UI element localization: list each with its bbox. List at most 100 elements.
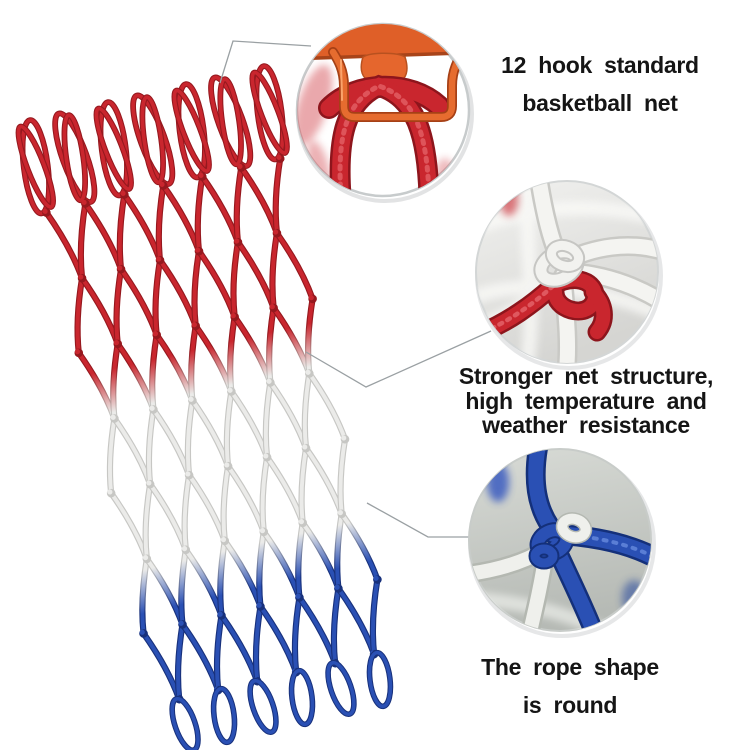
net-knot	[117, 265, 123, 271]
net-knot	[217, 611, 223, 617]
net-loop	[209, 75, 253, 168]
net-loop	[131, 93, 175, 186]
net-cord	[267, 305, 276, 385]
knot-structure-callout	[475, 180, 663, 370]
net-knot	[302, 444, 308, 450]
net-loop	[170, 696, 200, 750]
net-knot	[120, 190, 126, 196]
net-cord	[296, 520, 305, 600]
net-knot	[298, 519, 305, 525]
net-knot	[308, 295, 314, 301]
net-knot	[295, 593, 301, 599]
net-loop	[326, 661, 356, 716]
net-loop	[20, 118, 51, 216]
caption-structure-line-2: high temperature and	[465, 387, 707, 414]
net-cord	[150, 332, 159, 412]
net-cord	[146, 407, 156, 487]
net-knot	[198, 172, 204, 178]
net-knot	[224, 462, 230, 468]
net-cord	[370, 577, 380, 657]
net-loop	[250, 70, 289, 155]
net-knot	[42, 208, 48, 214]
caption-hook: 12 hook standard basketball net	[458, 46, 742, 122]
net-knot	[337, 510, 344, 516]
net-loop	[53, 111, 97, 204]
connector-line-hook	[219, 40, 312, 84]
net-cord	[293, 595, 302, 675]
net-cord	[274, 231, 315, 301]
net-cord	[192, 249, 201, 328]
net-knot	[195, 247, 201, 253]
net-cord	[114, 267, 123, 346]
knot-wrap	[528, 512, 593, 570]
net-cord	[307, 371, 347, 442]
net-knot	[81, 199, 87, 205]
net-knot	[266, 378, 272, 384]
net-loop	[211, 686, 237, 745]
net-knot	[110, 414, 116, 420]
net-knot	[269, 304, 275, 310]
net-cord	[111, 341, 120, 421]
net-loop	[254, 64, 285, 162]
net-knot	[259, 528, 266, 534]
net-knot	[220, 537, 227, 543]
caption-structure-line-3: weather resistance	[482, 412, 690, 438]
net-cord	[228, 314, 237, 394]
net-cord	[302, 371, 312, 451]
net-knot	[146, 480, 152, 486]
net-knot	[234, 238, 240, 244]
net-knot	[188, 396, 194, 402]
net-knot	[113, 340, 120, 346]
net-cord	[339, 511, 380, 582]
net-cord	[117, 192, 127, 272]
round-rope-callout	[468, 448, 656, 638]
net-knot	[152, 331, 159, 337]
blurred-rope	[500, 184, 518, 216]
net-cord	[338, 437, 347, 516]
net-cord	[108, 416, 117, 496]
net-loop	[94, 106, 133, 191]
net-knot	[159, 181, 165, 187]
caption-structure-line-1: Stronger net structure,	[458, 363, 714, 389]
connector-line-structure	[305, 330, 492, 388]
net-cord	[75, 276, 85, 355]
net-loop	[248, 679, 278, 734]
net-loop	[98, 100, 129, 198]
net-cord	[153, 258, 162, 337]
net-knot	[373, 575, 379, 581]
blurred-rope	[487, 462, 509, 502]
net-cord	[263, 380, 273, 460]
net-knot	[156, 256, 162, 262]
net-cord	[218, 538, 227, 618]
net-loop	[289, 668, 315, 727]
net-cord	[299, 446, 308, 525]
net-cord	[156, 183, 166, 263]
net-knot	[178, 620, 184, 626]
net-cord	[231, 240, 240, 319]
basketball-net-photo	[15, 63, 394, 750]
net-knot	[237, 163, 243, 169]
net-cord	[331, 586, 341, 666]
red-rope-loop	[318, 74, 450, 196]
net-knot	[74, 349, 81, 355]
net-cord	[78, 201, 88, 281]
net-cord	[221, 464, 231, 543]
net-knot	[305, 369, 311, 375]
net-cord	[143, 482, 153, 561]
net-knot	[142, 555, 149, 561]
net-knot	[263, 453, 269, 459]
net-cord	[140, 556, 149, 636]
net-cord	[185, 398, 195, 478]
net-knot	[107, 489, 113, 495]
net-cord	[224, 389, 234, 469]
knot-wrap	[533, 238, 586, 288]
net-knot	[276, 154, 282, 160]
net-cord	[179, 547, 188, 627]
net-hook	[328, 47, 468, 122]
net-cord	[215, 613, 224, 693]
net-cord	[195, 174, 205, 254]
caption-structure: Stronger net structure, high temperature…	[424, 364, 748, 438]
caption-rope-line-2: is round	[522, 692, 618, 718]
